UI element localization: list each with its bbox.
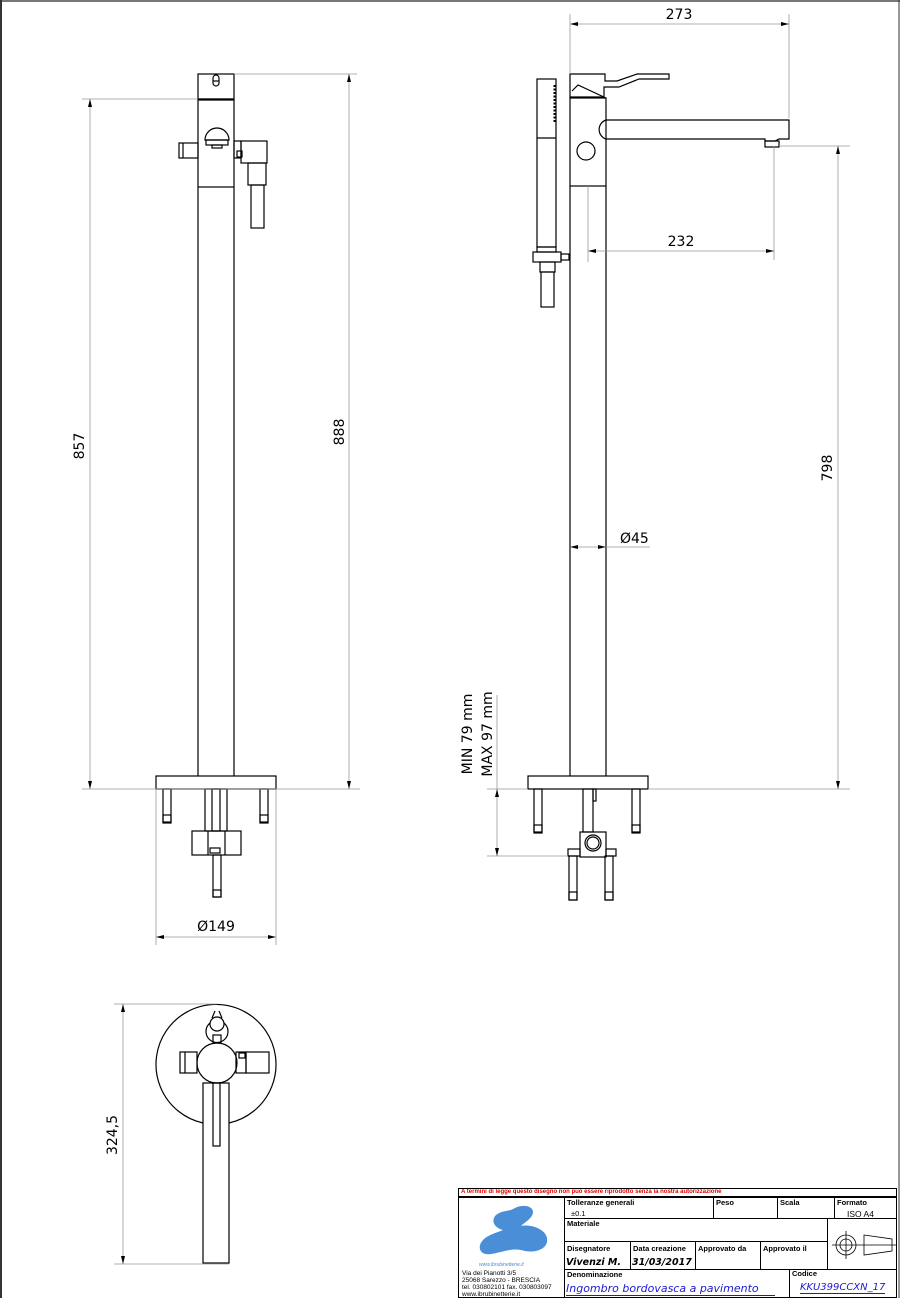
- formato-value: ISO A4: [847, 1209, 874, 1219]
- tolleranze-value: ±0.1: [571, 1209, 586, 1218]
- front-view: [155, 73, 277, 898]
- copyright-warning: A termini di legge questo disegno non pu…: [458, 1188, 897, 1197]
- dim-324-5: 324,5: [105, 1115, 121, 1155]
- dim-273: 273: [666, 7, 693, 23]
- side-view: [527, 73, 790, 901]
- dim-888: 888: [332, 419, 348, 446]
- dim-149: Ø149: [197, 919, 235, 935]
- dim-45: Ø45: [620, 531, 649, 547]
- dim-857: 857: [72, 433, 88, 460]
- projection-symbol-icon: [832, 1231, 896, 1259]
- disegnatore-value: Vivenzi M.: [566, 1257, 621, 1268]
- scala-cell: Scala: [777, 1197, 835, 1219]
- data-creazione-value: 31/03/2017: [632, 1257, 692, 1268]
- codice-value: KKU399CCXN_17: [800, 1282, 886, 1294]
- approvato-il-cell: Approvato il: [760, 1241, 828, 1270]
- address-line-3: tel. 030802101 fax. 030803097: [462, 1284, 552, 1291]
- tolleranze-label: Tolleranze generali: [567, 1198, 635, 1207]
- front-arrowheads: [88, 74, 351, 939]
- disegnatore-cell: Disegnatore Vivenzi M.: [564, 1241, 631, 1270]
- tolleranze-cell: Tolleranze generali ±0.1: [564, 1197, 714, 1219]
- approvato-da-label: Approvato da: [698, 1244, 747, 1253]
- denominazione-label: Denominazione: [567, 1270, 623, 1279]
- side-arrowheads: [495, 22, 840, 856]
- peso-cell: Peso: [713, 1197, 778, 1219]
- front-dimensions: [82, 73, 360, 945]
- approvato-il-label: Approvato il: [763, 1244, 807, 1253]
- dim-min: MIN 79 mm: [460, 694, 476, 775]
- data-creazione-cell: Data creazione 31/03/2017: [630, 1241, 696, 1270]
- company-cell: www.ibrubinetterie.it Via dei Pianotti 3…: [458, 1197, 565, 1298]
- address-line-2: 25068 Sarezzo - BRESCIA: [462, 1277, 541, 1284]
- materiale-cell: Materiale: [564, 1218, 828, 1242]
- logo-website: www.ibrubinetterie.it: [479, 1262, 524, 1268]
- dim-max: MAX 97 mm: [480, 691, 496, 776]
- denominazione-value: Ingombro bordovasca a pavimento: [566, 1282, 775, 1296]
- company-logo-icon: [479, 1205, 548, 1255]
- address-line-1: Via dei Pianotti 3/5: [462, 1270, 517, 1277]
- codice-label: Codice: [792, 1269, 818, 1278]
- top-dimensions: [114, 1003, 229, 1265]
- top-view: [155, 1003, 277, 1264]
- projection-symbol-cell: [827, 1218, 897, 1270]
- dim-798: 798: [820, 455, 836, 482]
- disegnatore-label: Disegnatore: [567, 1244, 611, 1253]
- codice-cell: Codice KKU399CCXN_17: [789, 1269, 897, 1298]
- dim-232: 232: [668, 234, 695, 250]
- formato-cell: Formato ISO A4: [834, 1197, 897, 1219]
- peso-label: Peso: [716, 1198, 734, 1207]
- data-creazione-label: Data creazione: [633, 1244, 686, 1253]
- address-line-4: www.ibrubinetterie.it: [462, 1291, 521, 1298]
- formato-label: Formato: [837, 1198, 867, 1207]
- side-dimensions: [487, 14, 850, 857]
- denominazione-cell: Denominazione Ingombro bordovasca a pavi…: [564, 1269, 790, 1298]
- title-block: A termini di legge questo disegno non pu…: [458, 1188, 897, 1298]
- approvato-da-cell: Approvato da: [695, 1241, 761, 1270]
- scala-label: Scala: [780, 1198, 800, 1207]
- materiale-label: Materiale: [567, 1219, 600, 1228]
